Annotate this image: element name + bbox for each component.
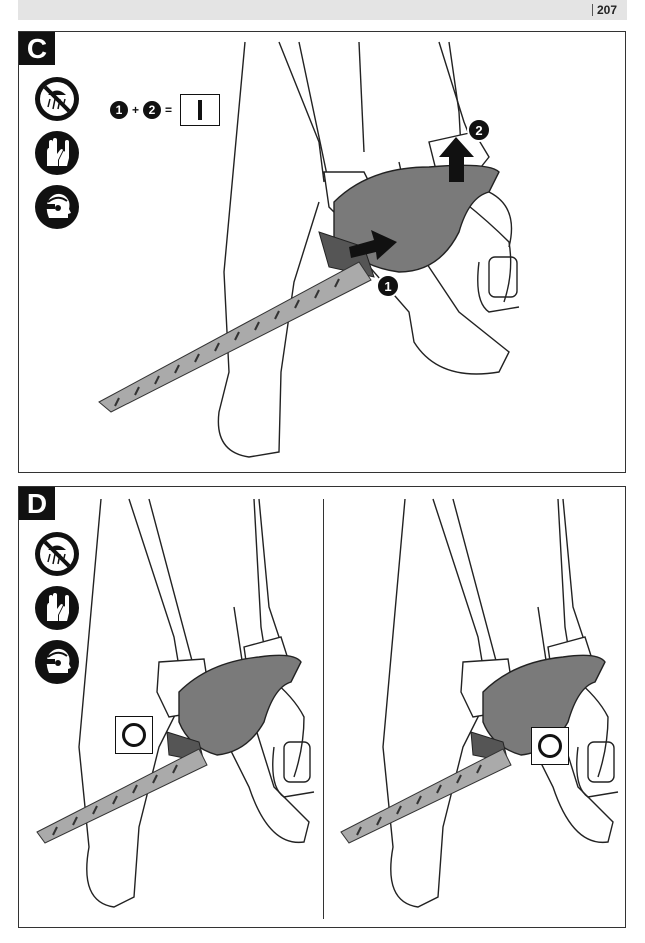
panel-letter-c: C	[19, 32, 55, 65]
illustration-switch-off-left	[36, 498, 619, 908]
no-rain-icon	[35, 532, 79, 576]
callout-step-1: 1	[376, 274, 400, 298]
formula-equals: =	[165, 103, 173, 117]
panel-letter-d: D	[19, 487, 55, 520]
switch-on-symbol	[180, 94, 221, 126]
eye-ear-protection-icon	[35, 640, 79, 684]
formula-step-1: 1	[110, 101, 128, 119]
safety-icons-c	[34, 76, 80, 238]
panel-c: C 1 + 2 =	[18, 31, 626, 473]
switch-on-formula: 1 + 2 =	[110, 94, 221, 126]
panel-d: D	[18, 486, 626, 928]
switch-off-symbol-right	[531, 727, 569, 765]
formula-step-2: 2	[143, 101, 162, 119]
safety-icons-d	[34, 531, 80, 693]
switch-off-symbol-left	[115, 716, 153, 754]
illustration-switch-on	[98, 41, 520, 458]
gloves-icon	[35, 586, 79, 630]
page-number: 207	[591, 4, 617, 16]
no-rain-icon	[35, 77, 79, 121]
header-bar	[18, 0, 627, 20]
formula-plus: +	[132, 103, 140, 117]
panel-d-divider	[323, 499, 324, 919]
gloves-icon	[35, 131, 79, 175]
callout-step-2: 2	[467, 118, 491, 142]
eye-ear-protection-icon	[35, 185, 79, 229]
